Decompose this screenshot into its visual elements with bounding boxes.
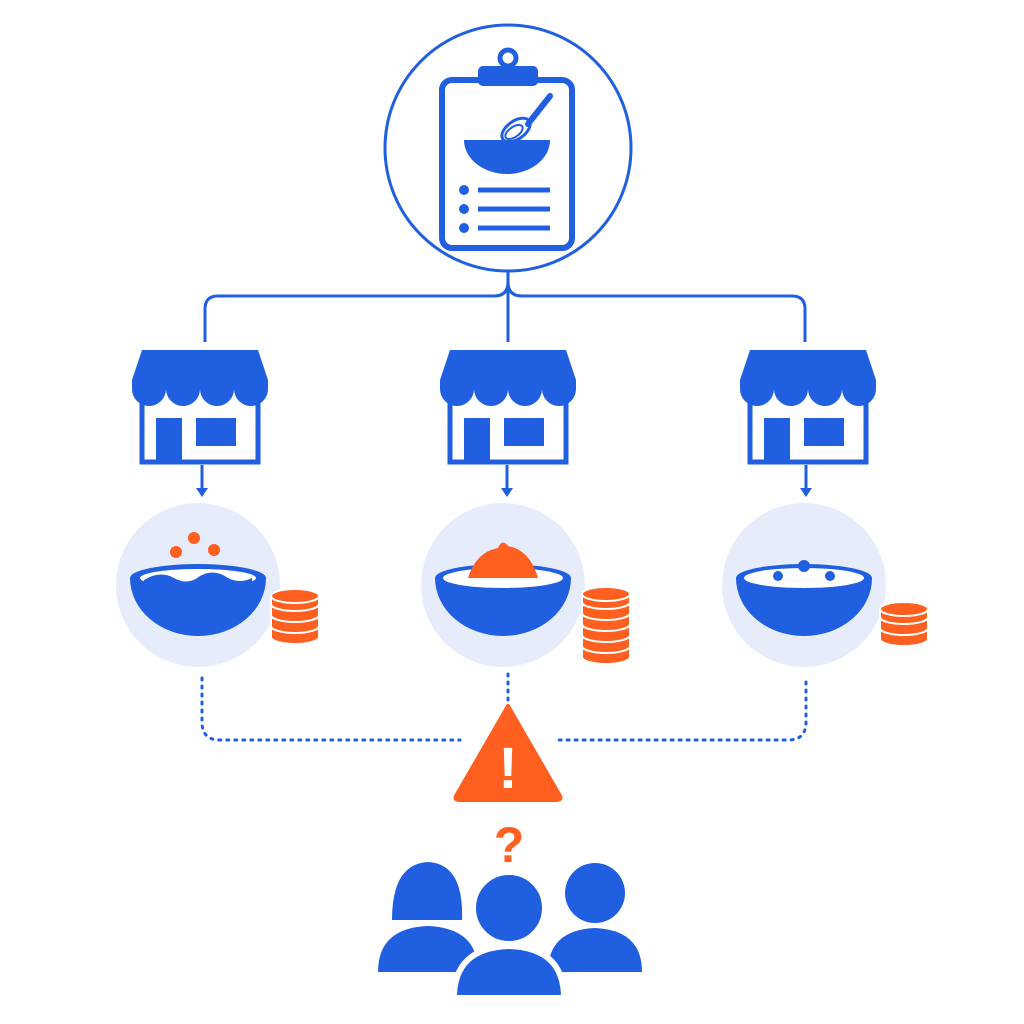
dotted-connector-right <box>554 680 808 742</box>
storefront-icon <box>132 350 268 462</box>
coin-top <box>270 588 320 604</box>
branch-connectors <box>203 271 807 342</box>
coin-stack-icon <box>270 588 320 645</box>
bowl-with-toppings-icon <box>130 532 266 636</box>
dish-center <box>421 503 631 667</box>
bowl-with-garnish-icon <box>736 560 872 636</box>
connector-to-store-left <box>203 271 510 342</box>
arrow-down-icon <box>501 465 513 497</box>
coin-top <box>879 601 929 617</box>
dish-left <box>116 503 320 667</box>
bowl-with-mound-icon <box>435 542 571 636</box>
store-right <box>740 350 876 462</box>
coin-stack-icon <box>879 601 929 647</box>
dotted-connectors <box>200 672 808 742</box>
recipe-node <box>383 23 633 273</box>
warning-triangle-icon: ! <box>453 704 563 802</box>
person-center-icon <box>450 869 568 1001</box>
storefront-icon <box>740 350 876 462</box>
down-arrows <box>196 465 812 497</box>
dotted-connector-left <box>200 676 462 742</box>
person-right-icon <box>548 863 642 972</box>
store-left <box>132 350 268 462</box>
question-mark-icon: ? <box>494 817 525 873</box>
warning-symbol: ! <box>498 736 517 801</box>
store-center <box>440 350 576 462</box>
arrow-down-icon <box>800 465 812 497</box>
clipboard-recipe-icon <box>439 47 575 251</box>
storefront-icon <box>440 350 576 462</box>
coin-stack-icon <box>581 586 631 665</box>
customers-group-icon <box>378 862 642 1001</box>
arrow-down-icon <box>196 465 208 497</box>
coin-top <box>581 586 631 602</box>
connector-to-store-right <box>506 281 807 342</box>
person-left-icon <box>378 862 478 972</box>
dish-right <box>722 503 929 667</box>
